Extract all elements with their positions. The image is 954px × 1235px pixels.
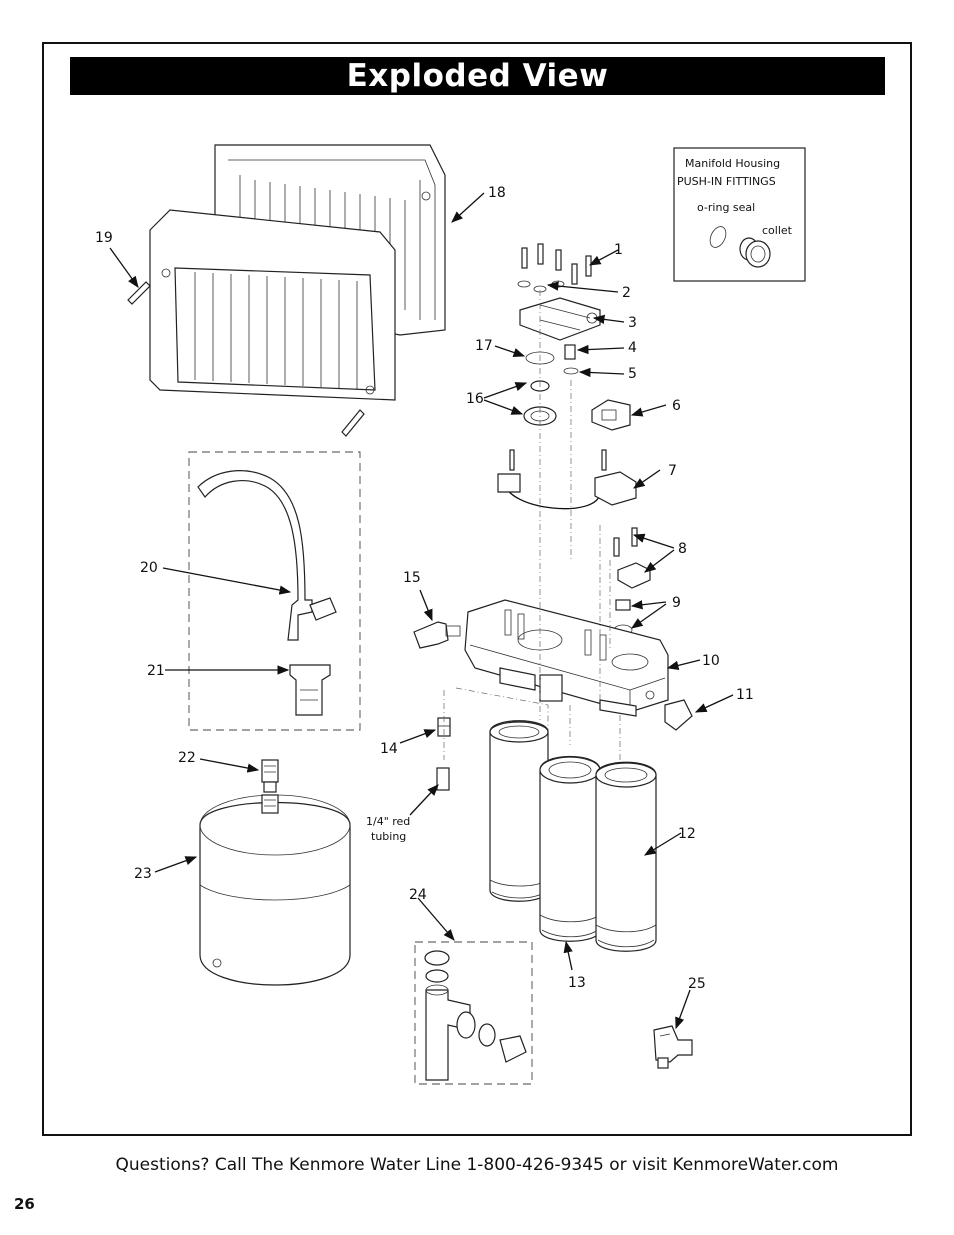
callout-17: 17 xyxy=(475,338,493,354)
callout-6: 6 xyxy=(672,398,681,414)
drain-saddle-part xyxy=(424,950,527,1081)
callout-24: 24 xyxy=(409,887,427,903)
inset-subheading: PUSH-IN FITTINGS xyxy=(677,175,776,188)
mounting-clip-part xyxy=(591,399,631,431)
manifold-screws xyxy=(521,243,592,285)
callout-9: 9 xyxy=(672,595,681,611)
faucet-group-box xyxy=(188,451,361,731)
footer-contact-line: Questions? Call The Kenmore Water Line 1… xyxy=(115,1155,839,1175)
faucet-base-part xyxy=(289,664,331,716)
inset-heading: Manifold Housing xyxy=(685,157,780,170)
red-tubing-part xyxy=(436,767,450,791)
manifold-base-part xyxy=(464,599,669,717)
elbow-fitting-left xyxy=(413,621,461,649)
callout-14: 14 xyxy=(380,741,398,757)
filter-cartridge-3 xyxy=(595,761,657,952)
callout-22: 22 xyxy=(178,750,196,766)
tubing-label-line2: tubing xyxy=(371,830,406,843)
faucet-part xyxy=(197,470,337,641)
manifold-cap-part xyxy=(519,297,601,341)
callout-11: 11 xyxy=(736,687,754,703)
front-cover-part xyxy=(149,209,396,401)
callout-15: 15 xyxy=(403,570,421,586)
callout-10: 10 xyxy=(702,653,720,669)
drain-saddle-box xyxy=(414,941,533,1085)
storage-tank-part xyxy=(199,794,351,986)
inset-oring-drawing xyxy=(709,226,727,248)
check-valve-washer xyxy=(563,367,579,375)
cover-screw-left xyxy=(127,281,151,305)
tubing-label-line1: 1/4" red xyxy=(366,815,410,828)
push-in-fittings-inset xyxy=(673,147,806,282)
check-valve-part xyxy=(564,344,576,360)
callout-8: 8 xyxy=(678,541,687,557)
callout-25: 25 xyxy=(688,976,706,992)
callout-21: 21 xyxy=(147,663,165,679)
inset-collet-label: collet xyxy=(762,224,793,237)
flow-cap-part xyxy=(613,527,651,589)
page-number: 26 xyxy=(14,1195,35,1213)
inset-collet-drawing xyxy=(739,237,771,268)
callout-23: 23 xyxy=(134,866,152,882)
callout-13: 13 xyxy=(568,975,586,991)
callout-4: 4 xyxy=(628,340,637,356)
callout-3: 3 xyxy=(628,315,637,331)
callout-19: 19 xyxy=(95,230,113,246)
callout-16: 16 xyxy=(466,391,484,407)
callout-7: 7 xyxy=(668,463,677,479)
filter-cartridge-2 xyxy=(539,755,601,942)
callout-18: 18 xyxy=(488,185,506,201)
page-title: Exploded View xyxy=(70,57,885,95)
inset-oring-label: o-ring seal xyxy=(697,201,755,214)
callout-1: 1 xyxy=(614,242,623,258)
callout-20: 20 xyxy=(140,560,158,576)
filter-cartridge-1 xyxy=(489,720,549,902)
sensor-wire-part xyxy=(497,449,637,510)
leader-arrows xyxy=(109,192,734,1030)
page-frame xyxy=(42,42,912,1136)
cover-screw-right xyxy=(341,409,365,437)
callout-2: 2 xyxy=(622,285,631,301)
callout-12: 12 xyxy=(678,826,696,842)
tank-valve-part xyxy=(261,759,279,814)
supply-valve-part xyxy=(653,1025,693,1069)
callout-5: 5 xyxy=(628,366,637,382)
elbow-fitting-right xyxy=(664,699,693,731)
